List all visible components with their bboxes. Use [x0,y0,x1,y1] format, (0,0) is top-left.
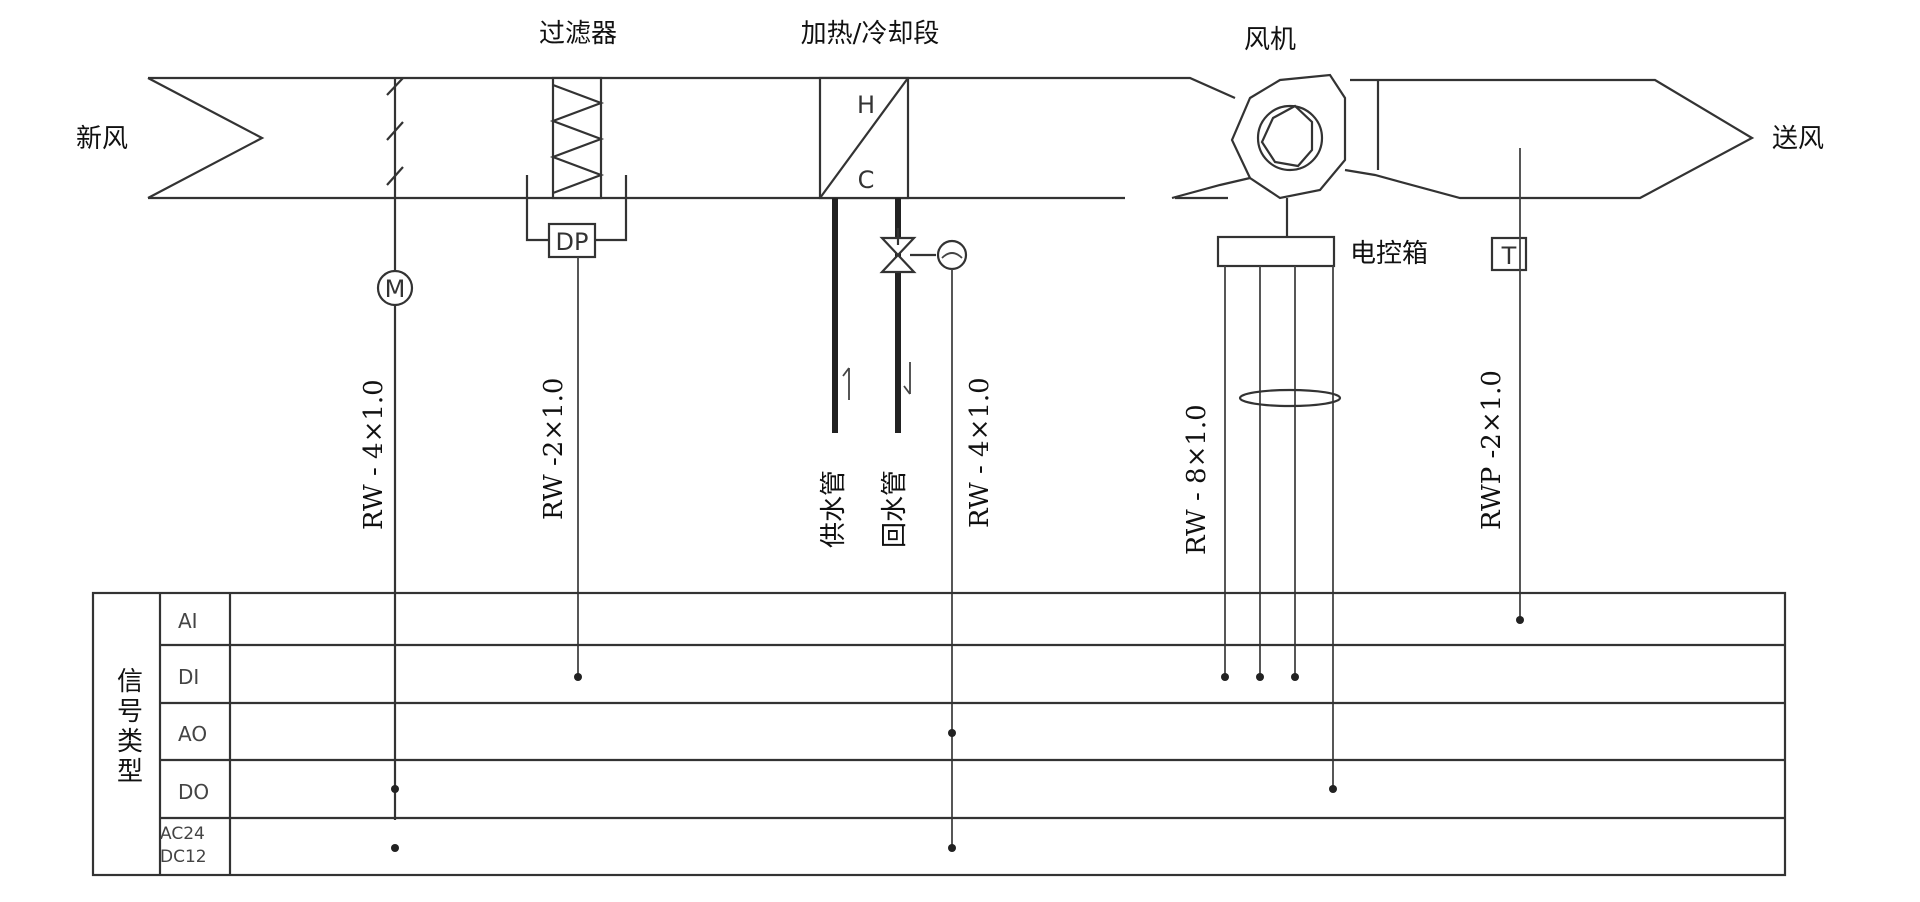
heat-symbol: H [857,91,875,119]
terminal-dot [948,729,956,737]
valve-cable-label: RW - 4×1.0 [965,377,995,528]
signal-type-char-4: 型 [117,757,143,787]
terminal-dot [574,673,582,681]
dp-symbol: DP [556,228,589,256]
control-box-label: 电控箱 [1350,239,1428,269]
fan-cable-label: RW - 8×1.0 [1182,404,1212,555]
filter-element-icon [549,76,605,200]
cool-symbol: C [858,166,875,194]
row-label-do: DO [178,780,209,804]
temperature-symbol: T [1501,242,1517,270]
terminal-dot [1329,785,1337,793]
fan-icon [1230,73,1347,200]
supply-air-label: 送风 [1772,124,1824,154]
differential-pressure-switch-icon: DP [547,222,597,259]
valve-actuator-icon [936,239,968,271]
damper-cable-label: RW - 4×1.0 [359,379,389,530]
terminal-dot [391,844,399,852]
temp-cable-label: RWP -2×1.0 [1477,370,1507,530]
terminal-dot [1516,616,1524,624]
damper-icon [386,77,404,820]
row-label-ai: AI [178,609,198,633]
fresh-air-label: 新风 [76,124,128,154]
terminal-dot [1291,673,1299,681]
coil-icon: H C [818,76,910,200]
filter-cable-label: RW -2×1.0 [539,378,569,520]
control-box [1216,235,1336,268]
terminal-dot [948,844,956,852]
filter-label: 过滤器 [539,19,617,49]
row-label-dc12: DC12 [160,847,207,867]
signal-type-char-2: 号 [117,697,143,727]
fan-label: 风机 [1244,25,1296,55]
return-pipe-label: 回水管 [880,470,910,548]
terminal-dot [391,785,399,793]
row-label-di: DI [178,665,199,689]
flow-arrow-up-icon [842,367,850,400]
supply-pipe-label: 供水管 [819,470,849,548]
terminal-dot [1256,673,1264,681]
terminal-dot [1221,673,1229,681]
motor-symbol: M [385,275,406,303]
fan-signal-lines [1224,266,1334,789]
signal-type-char-3: 类 [117,727,143,757]
signal-type-char-1: 信 [117,667,143,697]
signal-type-title: 信 号 类 型 [117,667,143,787]
signal-table [91,591,1787,877]
damper-motor-icon: M [376,269,414,307]
cable-bundle-icon [1238,388,1342,408]
flow-arrow-down-icon [903,362,911,395]
valve-icon [879,228,917,274]
heat-cool-section-label: 加热/冷却段 [801,19,940,49]
row-label-ao: AO [178,722,207,746]
row-label-ac24: AC24 [160,824,205,844]
air-duct [147,76,1755,200]
